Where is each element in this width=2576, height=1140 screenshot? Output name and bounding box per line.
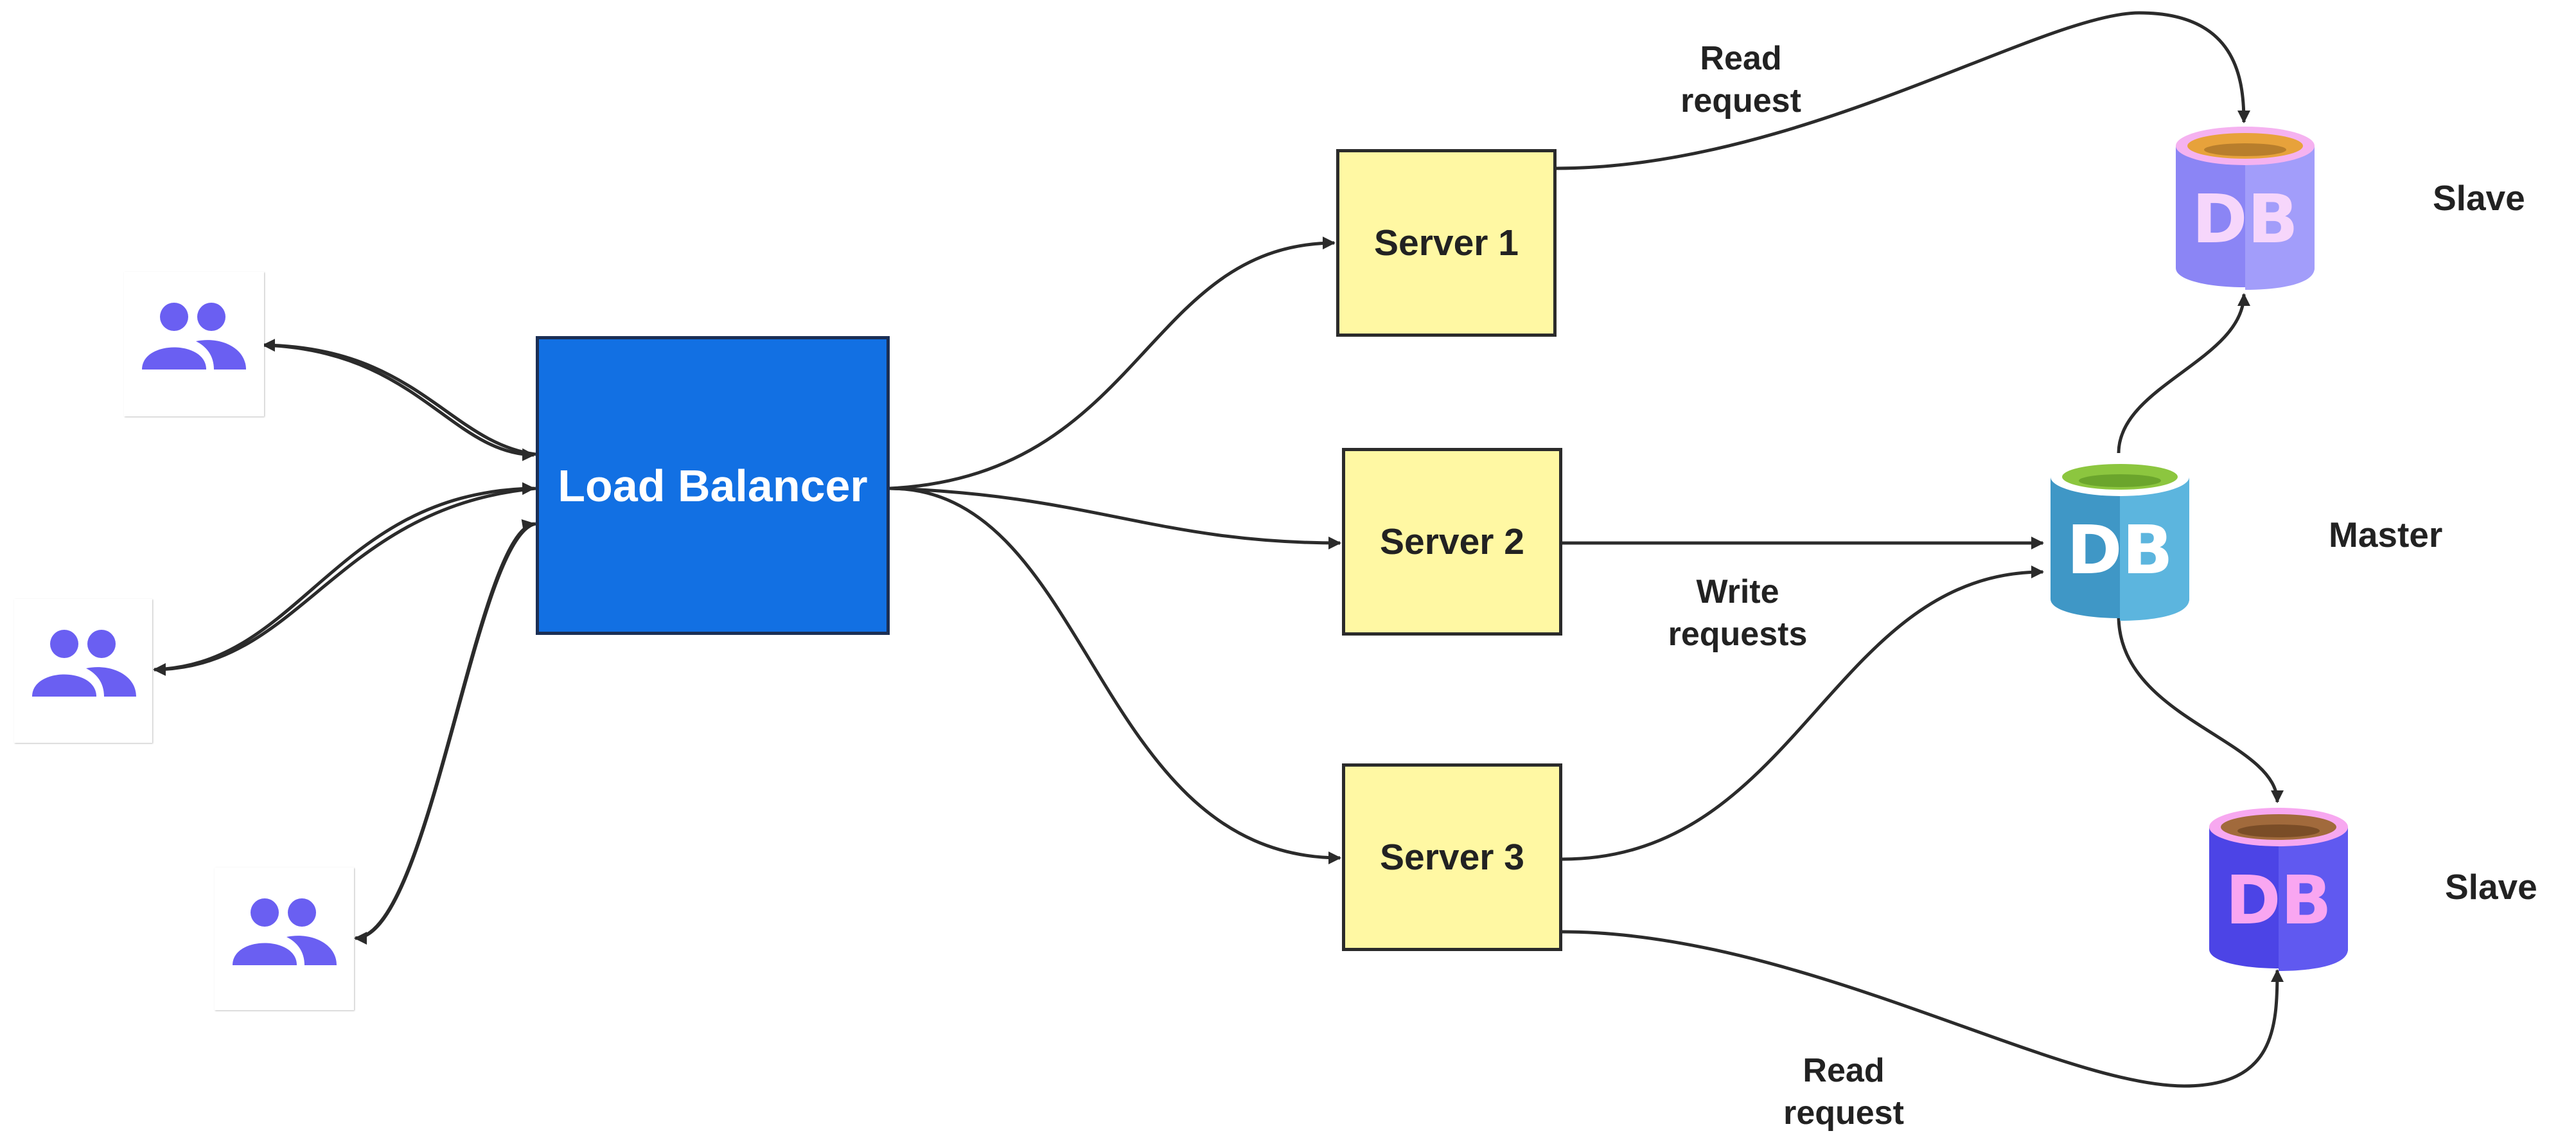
connector-server3-master bbox=[1562, 566, 2044, 861]
connector-master-slave-bottom bbox=[2117, 615, 2284, 803]
server-1-node: Server 1 bbox=[1336, 149, 1557, 337]
users-icon bbox=[142, 303, 246, 370]
edge-label-write: Write requests bbox=[1668, 573, 1808, 653]
connector-lb-server1 bbox=[889, 236, 1336, 490]
connector-lb-server3 bbox=[889, 486, 1341, 864]
database-master-text: DB bbox=[2067, 511, 2173, 589]
connector-lb-users-3 bbox=[354, 522, 536, 945]
user-group-card-2 bbox=[14, 599, 152, 743]
edge-label-read-top: Read request bbox=[1681, 40, 1801, 120]
load-balancer-node: Load Balancer bbox=[536, 336, 890, 635]
connector-lb-users-2 bbox=[153, 486, 536, 676]
database-slave-top-text: DB bbox=[2192, 180, 2298, 258]
server-3-node: Server 3 bbox=[1342, 763, 1562, 951]
database-slave-top-icon: DB bbox=[2176, 127, 2315, 290]
connector-lb-server2 bbox=[889, 486, 1341, 549]
connector-users-lb-1 bbox=[263, 343, 535, 461]
edge-label-read-bottom: Read request bbox=[1783, 1052, 1904, 1132]
server-1-label: Server 1 bbox=[1373, 222, 1519, 263]
server-2-node: Server 2 bbox=[1342, 448, 1562, 636]
connector-master-slave-top bbox=[2117, 293, 2250, 454]
database-role-slave-bottom: Slave bbox=[2445, 867, 2537, 907]
database-role-master: Master bbox=[2329, 515, 2443, 555]
server-2-label: Server 2 bbox=[1379, 521, 1525, 562]
connector-lb-users-1 bbox=[262, 339, 536, 456]
server-3-label: Server 3 bbox=[1379, 837, 1525, 878]
connector-server3-slave-bottom bbox=[1562, 930, 2284, 1088]
database-role-slave-top: Slave bbox=[2433, 178, 2525, 218]
connector-server1-slave-top bbox=[1556, 11, 2250, 170]
database-slave-bottom-text: DB bbox=[2225, 861, 2332, 940]
database-master-icon: DB bbox=[2051, 458, 2189, 621]
user-group-card-3 bbox=[215, 868, 354, 1010]
database-slave-bottom-icon: DB bbox=[2209, 808, 2348, 971]
users-icon bbox=[32, 630, 136, 697]
connector-users-lb-2 bbox=[154, 482, 535, 672]
user-group-card-1 bbox=[124, 272, 264, 416]
connector-users-lb-3 bbox=[355, 519, 535, 940]
users-icon bbox=[233, 898, 337, 965]
load-balancer-label: Load Balancer bbox=[558, 460, 868, 511]
